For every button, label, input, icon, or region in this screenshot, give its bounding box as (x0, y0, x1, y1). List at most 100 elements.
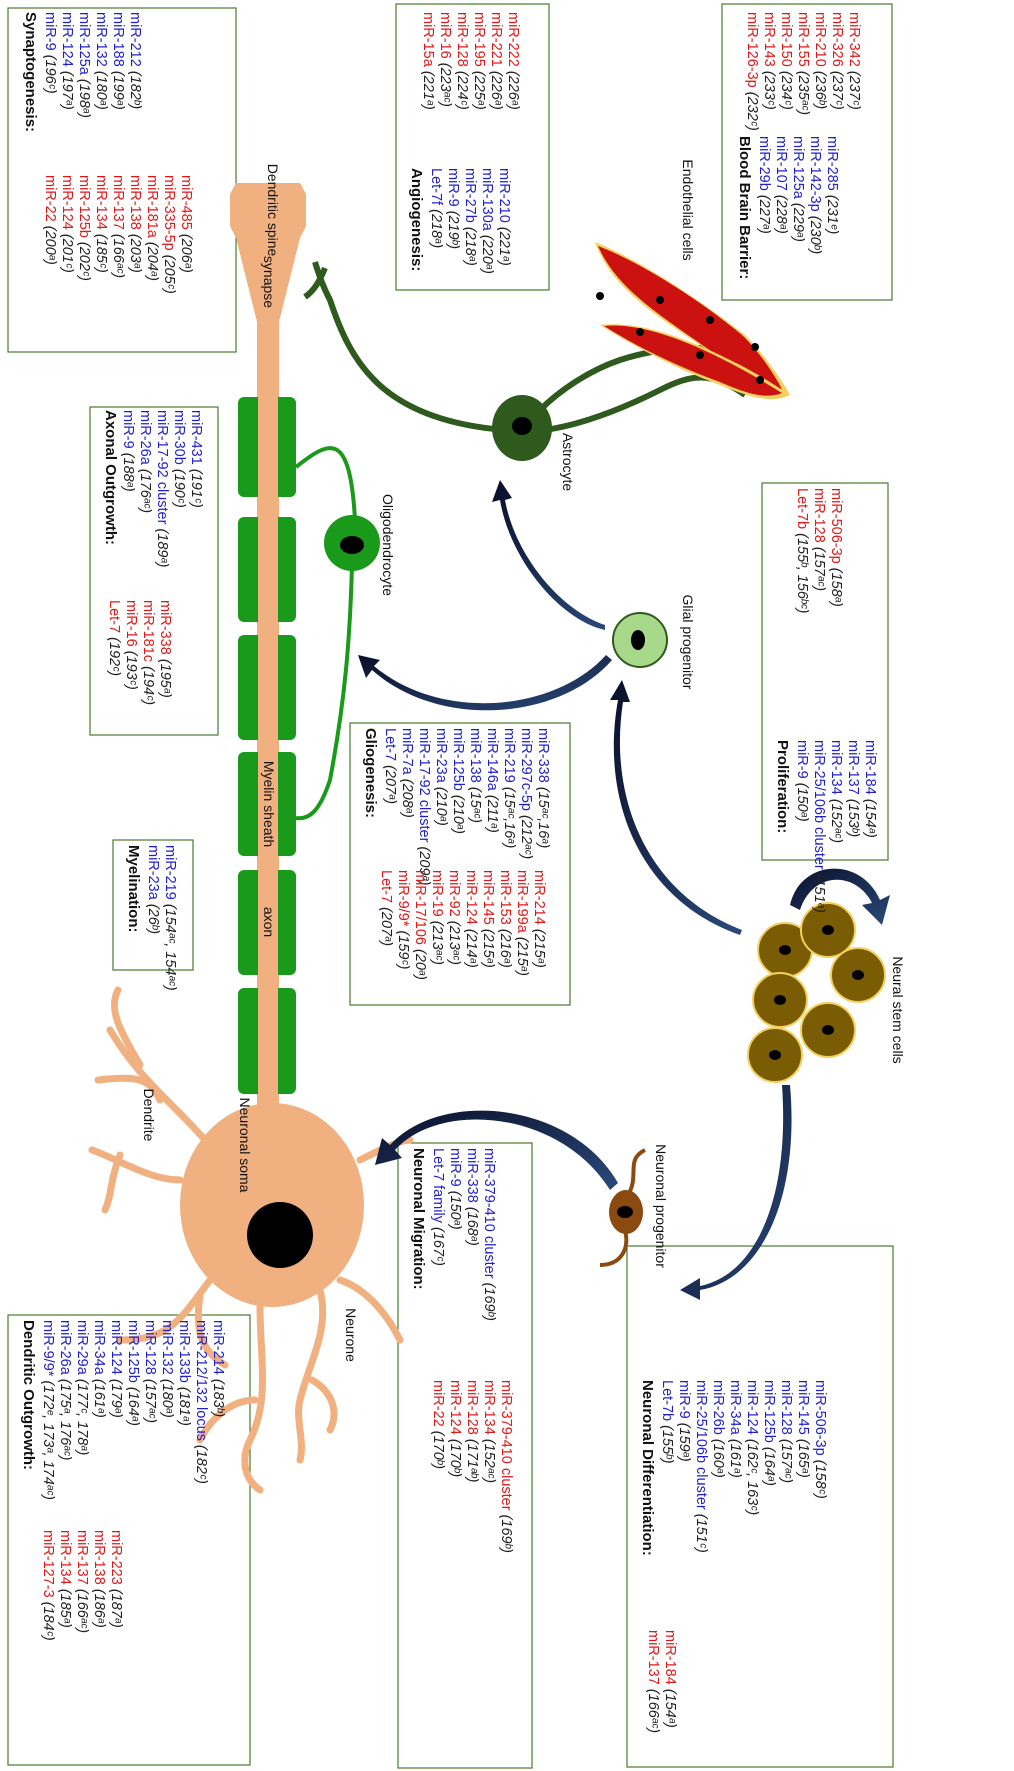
synapse (236, 238, 300, 322)
gliogenesis-promoting-mirna: miR-138 (15ᵃᶜ) (467, 728, 483, 823)
bbb-promoting-mirna: miR-142-3p (230ᵇ) (807, 136, 823, 254)
differentiation-promoting-mirna: miR-34a (161ᵃ) (727, 1380, 743, 1478)
arrow-stem-to-glial (610, 680, 742, 935)
axonal-inhibiting-mirna: miR-338 (195ᵃ) (157, 600, 173, 698)
migration-inhibiting-mirna: miR-22 (170ᵇ) (430, 1380, 446, 1469)
proliferation-promoting-mirna: miR-184 (154ᵃ) (862, 740, 878, 838)
astrocyte (303, 261, 747, 461)
gliogenesis-inhibiting-mirna: miR-199a (215ᵃ) (514, 870, 530, 976)
gliogenesis-inhibiting-mirna: miR-19 (213ᵃᶜ) (429, 870, 445, 965)
angiogenesis-promoting-mirna: miR-27b (218ᵃ) (462, 168, 478, 266)
proliferation-inhibiting-mirna: miR-506-3p (158ᵃ) (828, 488, 844, 607)
label-axon: axon (261, 907, 277, 937)
bbb-inhibiting-mirna: miR-155 (235ᵃᶜ) (795, 12, 811, 115)
myelination-title: Myelination: (125, 845, 142, 933)
gliogenesis-inhibiting-mirna: miR-153 (216ᵃ) (497, 870, 513, 968)
differentiation-promoting-mirna: miR-25/106b cluster (151ᶜ) (693, 1380, 709, 1553)
dendritic-inhibiting-mirna: miR-138 (186ᵃ) (91, 1530, 107, 1628)
label-synapse: synapse (261, 256, 277, 308)
gliogenesis-promoting-mirna: miR-23a (210ᵃ) (433, 728, 449, 826)
bbb-inhibiting-mirna: miR-342 (237ᶜ) (846, 12, 862, 110)
angiogenesis-inhibiting-mirna: miR-195 (225ᵃ) (471, 12, 487, 110)
neuronal-progenitor (599, 1148, 647, 1267)
neural-stem-cells (747, 902, 886, 1083)
bbb-inhibiting-mirna: miR-326 (237ᶜ) (829, 12, 845, 110)
dendritic-promoting-mirna: miR-132 (180ᵃ) (159, 1320, 175, 1418)
proliferation-inhibiting-mirna: Let-7b (155ᵇ, 156ᵇᶜ) (794, 488, 810, 613)
proliferation-promoting-mirna: miR-9 (150ᵃ) (794, 740, 810, 822)
axonal-text: Axonal Outgrowth:miR-9 (188ᵃ)miR-26a (17… (102, 410, 204, 705)
angiogenesis-inhibiting-mirna: miR-16 (223ᵃᶜ) (437, 12, 453, 107)
proliferation-text: Proliferation:miR-9 (150ᵃ)miR-25/106b cl… (774, 488, 878, 913)
migration-inhibiting-mirna: miR-134 (152ᵃᶜ) (481, 1380, 497, 1483)
migration-inhibiting-mirna: miR-124 (170ᵇ) (447, 1380, 463, 1477)
synaptogenesis-inhibiting-mirna: miR-125b (202ᶜ) (76, 175, 92, 281)
label-oligodendrocyte: Oligodendrocyte (380, 494, 396, 596)
label-astrocyte: Astrocyte (560, 433, 576, 492)
bbb-text: Blood Brain Barrier:miR-29b (227ᵃ)miR-10… (736, 12, 862, 279)
synaptogenesis-promoting-mirna: miR-125a (198ᵃ) (76, 12, 92, 118)
differentiation-inhibiting-mirna: miR-184 (154ᵃ) (662, 1630, 678, 1728)
gliogenesis-text: Gliogenesis:Let-7 (207ᵃ)miR-7a (208ᵃ)miR… (362, 728, 551, 980)
axonal-title: Axonal Outgrowth: (102, 410, 119, 545)
gliogenesis-inhibiting-mirna: miR-92 (213ᵃᶜ) (446, 870, 462, 965)
axonal-box (89, 406, 219, 736)
gliogenesis-box (349, 722, 571, 1006)
bbb-inhibiting-mirna: miR-143 (233ᶜ) (761, 12, 777, 110)
synaptogenesis-inhibiting-mirna: miR-134 (185ᶜ) (93, 175, 109, 273)
synaptogenesis-text: Synaptogenesis:miR-9 (196ᶜ)miR-124 (197ᵃ… (22, 12, 194, 294)
arrow-glial-to-oligodendrocyte (358, 655, 612, 711)
gliogenesis-promoting-mirna: miR-17-92 cluster (209ᵃ) (416, 728, 432, 886)
label-neuronal-progenitor: Neuronal progenitor (653, 1144, 669, 1268)
myelination-box (112, 839, 194, 971)
dendritic-promoting-mirna: miR-29a (177ᶜ, 178ᵃ) (74, 1320, 90, 1455)
bbb-inhibiting-mirna: miR-126-3p (232ᶜ) (744, 12, 760, 131)
gliogenesis-inhibiting-mirna: miR-214 (215ᵃ) (531, 870, 547, 968)
dendritic-promoting-mirna: miR-34a (161ᵃ) (91, 1320, 107, 1418)
dendritic-inhibiting-mirna: miR-137 (166ᵃᶜ) (74, 1530, 90, 1633)
dendritic-inhibiting-mirna: miR-134 (185ᵃ) (57, 1530, 73, 1628)
differentiation-box (626, 1245, 894, 1768)
bbb-promoting-mirna: miR-285 (231ᵉ) (824, 136, 840, 234)
bbb-inhibiting-mirna: miR-210 (236ᵇ) (812, 12, 828, 109)
glial-progenitor (612, 612, 668, 668)
migration-inhibiting-mirna: miR-128 (171ᵃᵇ) (464, 1380, 480, 1482)
angiogenesis-promoting-mirna: miR-9 (219ᵇ) (445, 168, 461, 249)
dendrites (88, 986, 414, 1494)
dendritic-promoting-mirna: miR-125b (164ᵃ) (125, 1320, 141, 1426)
angiogenesis-promoting-mirna: miR-130a (220ᵃ) (479, 168, 495, 274)
migration-title: Neuronal Migration: (410, 1148, 427, 1290)
proliferation-promoting-mirna: miR-137 (153ᵇ) (845, 740, 861, 837)
bbb-promoting-mirna: miR-107 (228ᵃ) (773, 136, 789, 234)
gliogenesis-promoting-mirna: miR-338 (15ᵃᶜ,16ᵃ) (535, 728, 551, 848)
differentiation-title: Neuronal Differentiation: (639, 1380, 656, 1556)
synaptogenesis-inhibiting-mirna: miR-124 (201ᶜ) (59, 175, 75, 273)
proliferation-box (761, 482, 889, 861)
migration-box (397, 1142, 533, 1769)
gliogenesis-promoting-mirna: miR-219 (15ᵃᶜ,16ᵃ) (501, 728, 517, 848)
myelination-promoting-mirna: miR-23a (26ᵇ) (145, 845, 161, 934)
arrow-progenitor-to-soma (375, 1110, 618, 1190)
axonal-promoting-mirna: miR-17-92 cluster (189ᵃ) (154, 410, 170, 568)
dendritic-promoting-mirna: miR-9/9* (172ᵉ, 173ᵃ, 174ᵃᶜ) (40, 1320, 56, 1500)
synaptogenesis-box (7, 7, 237, 353)
gliogenesis-promoting-mirna: miR-297c-5p (212ᵃᶜ) (518, 728, 534, 859)
angiogenesis-inhibiting-mirna: miR-15a (221ᵃ) (420, 12, 436, 110)
dendritic-inhibiting-mirna: miR-223 (187ᵃ) (108, 1530, 124, 1628)
synaptogenesis-inhibiting-mirna: miR-181a (204ᵃ) (144, 175, 160, 281)
differentiation-promoting-mirna: miR-145 (165ᵃ) (795, 1380, 811, 1478)
differentiation-promoting-mirna: miR-124 (162ᶜ, 163ᶜ) (744, 1380, 760, 1515)
axonal-inhibiting-mirna: miR-181c (194ᶜ) (140, 600, 156, 705)
differentiation-text: Neuronal Differentiation:Let-7b (155ᵇ)mi… (639, 1380, 828, 1733)
oligodendrocyte (294, 446, 380, 821)
label-neuronal-soma: Neuronal soma (237, 1098, 253, 1193)
myelination-promoting-mirna: miR-219 (154ᵃᶜ, 154ᵃᶜ) (162, 845, 178, 991)
synaptogenesis-promoting-mirna: miR-132 (180ᵃ) (93, 12, 109, 110)
gliogenesis-title: Gliogenesis: (362, 728, 379, 818)
label-neurone: Neurone (343, 1308, 359, 1362)
migration-inhibiting-mirna: miR-379-410 cluster (169ᵇ) (498, 1380, 514, 1553)
axonal-promoting-mirna: miR-30b (190ᶜ) (171, 410, 187, 508)
axonal-promoting-mirna: miR-9 (188ᵃ) (120, 410, 136, 492)
synaptogenesis-inhibiting-mirna: miR-335-5p (205ᶜ) (161, 175, 177, 294)
angiogenesis-inhibiting-mirna: miR-221 (226ᵃ) (488, 12, 504, 110)
